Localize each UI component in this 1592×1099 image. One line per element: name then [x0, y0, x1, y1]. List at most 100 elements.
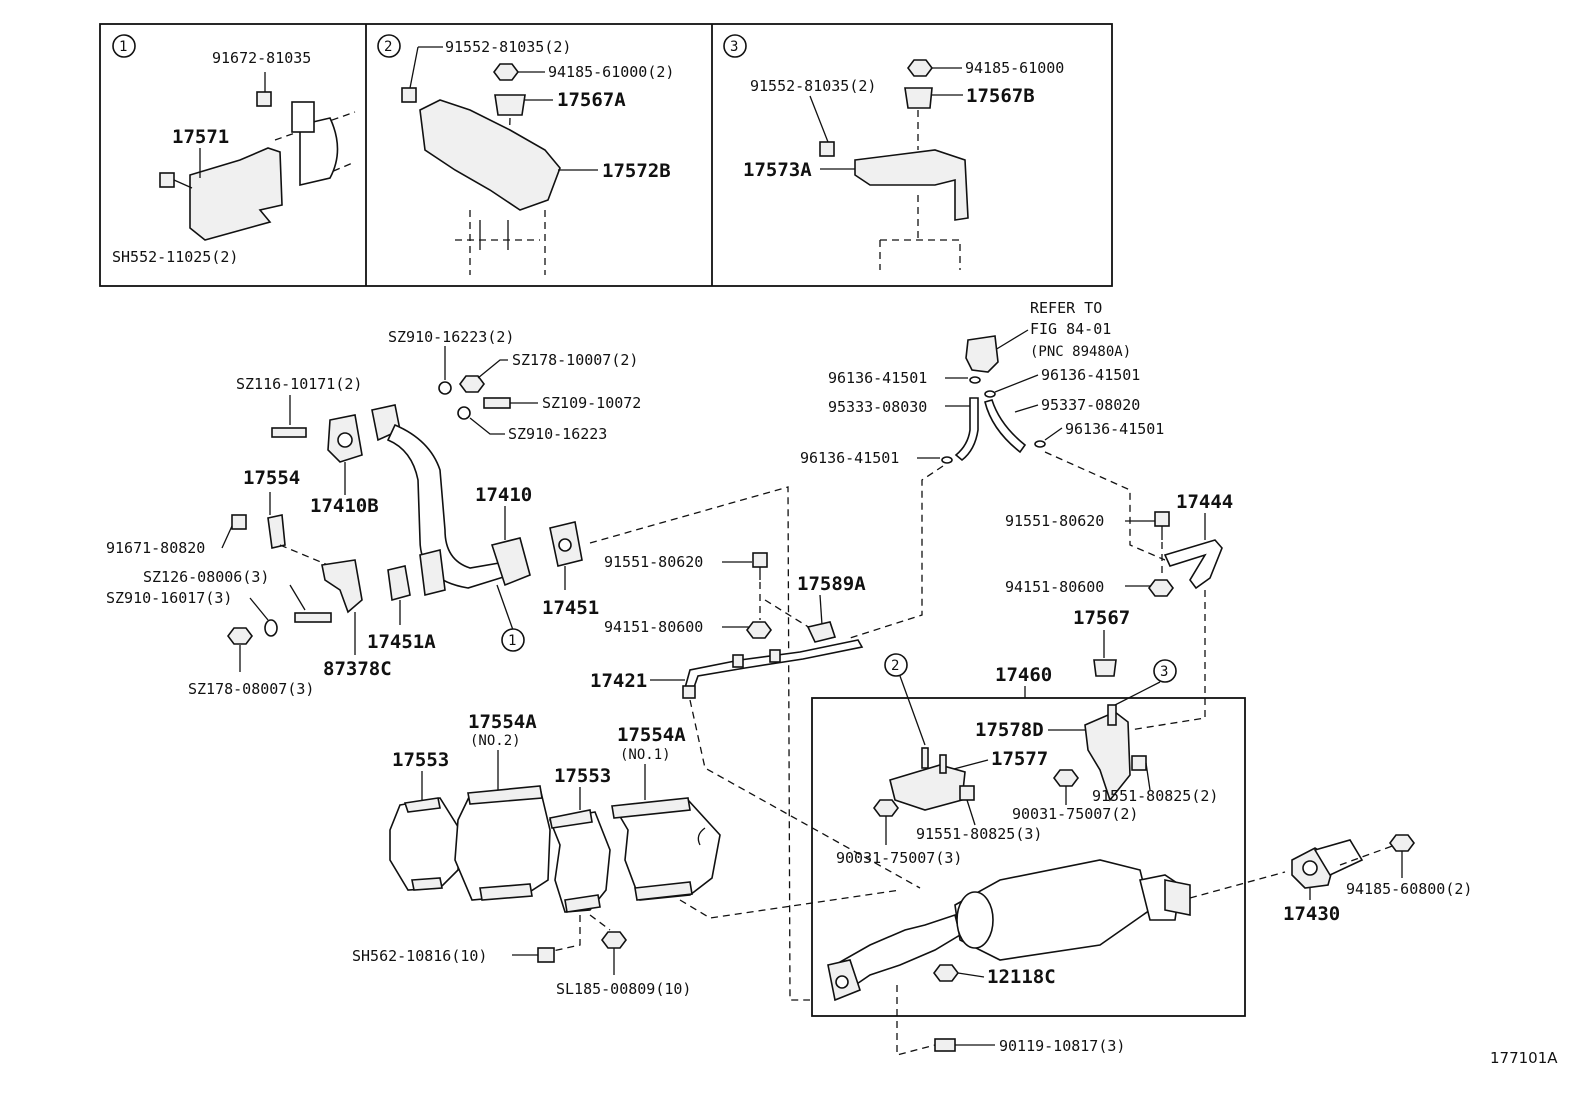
nut-icon [1389, 834, 1415, 852]
label-sz126-08006-3[interactable]: SZ126-08006(3) [143, 568, 269, 586]
callout-2-ref-label: 2 [891, 658, 899, 674]
stud-icon [921, 747, 929, 769]
label-90119-10817-3[interactable]: 90119-10817(3) [999, 1037, 1125, 1055]
bracket-17572b-shape [419, 99, 561, 211]
label-17460[interactable]: 17460 [995, 664, 1052, 686]
label-91551-80620-a[interactable]: 91551-80620 [604, 553, 703, 571]
refer-line2: FIG 84-01 [1030, 320, 1111, 338]
pipe-17421-group: 91551-80620 94151-80600 17589A 17421 [590, 552, 921, 889]
label-sz116-10171-2[interactable]: SZ116-10171(2) [236, 375, 362, 393]
label-17451[interactable]: 17451 [542, 597, 599, 619]
label-96136-41501-a[interactable]: 96136-41501 [828, 369, 927, 387]
inset2-bolt-label[interactable]: 91552-81035(2) [445, 38, 571, 56]
inset3-nut-label[interactable]: 94185-61000 [965, 59, 1064, 77]
fitting-icon [682, 685, 696, 699]
label-17410[interactable]: 17410 [475, 484, 532, 506]
label-95333-08030[interactable]: 95333-08030 [828, 398, 927, 416]
pipe-17421 [684, 639, 864, 691]
bracket-17577 [889, 764, 966, 811]
callout-circle-3 [1153, 659, 1177, 683]
label-sz910-16017-3[interactable]: SZ910-16017(3) [106, 589, 232, 607]
pipe-section [299, 117, 339, 187]
nut-icon [746, 621, 772, 639]
inset2-nut-label[interactable]: 94185-61000(2) [548, 63, 674, 81]
label-sh562-10816-10[interactable]: SH562-10816(10) [352, 947, 487, 965]
callout-circle-1 [112, 34, 136, 58]
label-sz178-08007-3[interactable]: SZ178-08007(3) [188, 680, 314, 698]
label-17451a[interactable]: 17451A [367, 631, 436, 653]
label-17577[interactable]: 17577 [991, 748, 1048, 770]
outlet-flange [1164, 879, 1191, 916]
label-94185-60800-2[interactable]: 94185-60800(2) [1346, 880, 1472, 898]
label-17589a[interactable]: 17589A [797, 573, 866, 595]
label-17553-b[interactable]: 17553 [554, 765, 611, 787]
fitting-icon [769, 649, 781, 663]
bolt-icon [959, 785, 975, 801]
label-17410b[interactable]: 17410B [310, 495, 379, 517]
inset3-cushion-label[interactable]: 17567B [966, 85, 1035, 107]
pipe-flange-rear [490, 537, 531, 587]
refer-line3: (PNC 89480A) [1030, 344, 1131, 360]
stud-icon [1107, 704, 1117, 726]
callout-circle-1 [501, 628, 525, 652]
inset1-bolt-bottom-label[interactable]: SH552-11025(2) [112, 248, 238, 266]
label-17553-a[interactable]: 17553 [392, 749, 449, 771]
label-91671-80820[interactable]: 91671-80820 [106, 539, 205, 557]
label-17554a-no1[interactable]: 17554A [617, 724, 686, 746]
label-94151-80600-b[interactable]: 94151-80600 [1005, 578, 1104, 596]
nut-icon [1148, 579, 1174, 597]
label-sz910-16223-2[interactable]: SZ910-16223(2) [388, 328, 514, 346]
label-91551-80620-b[interactable]: 91551-80620 [1005, 512, 1104, 530]
inset2-cushion-label[interactable]: 17567A [557, 89, 626, 111]
stud-icon [271, 427, 307, 438]
label-17444[interactable]: 17444 [1176, 491, 1233, 513]
bolt-icon [1131, 755, 1147, 771]
label-91551-80825-2[interactable]: 91551-80825(2) [1092, 787, 1218, 805]
callout-circle-2 [884, 653, 908, 677]
label-17578d[interactable]: 17578D [975, 719, 1044, 741]
label-sz178-10007-2[interactable]: SZ178-10007(2) [512, 351, 638, 369]
bolt-icon [934, 1038, 956, 1052]
inset2-bracket-label[interactable]: 17572B [602, 160, 671, 182]
nut-icon [601, 931, 627, 949]
label-95337-08020[interactable]: 95337-08020 [1041, 396, 1140, 414]
label-91551-80825-3[interactable]: 91551-80825(3) [916, 825, 1042, 843]
label-87378c[interactable]: 87378C [323, 658, 392, 680]
stud-icon [294, 612, 332, 623]
bracket-17444-group: 17444 91551-80620 94151-80600 17567 [1005, 491, 1233, 731]
label-17430[interactable]: 17430 [1283, 903, 1340, 925]
clip-icon [941, 456, 953, 464]
inset3-bracket-label[interactable]: 17573A [743, 159, 812, 181]
inset1-bolt-top-label[interactable]: 91672-81035 [212, 49, 311, 67]
inset1-bracket-label[interactable]: 17571 [172, 126, 229, 148]
nut-icon [493, 63, 519, 81]
insulator-17553-outer [389, 797, 461, 891]
label-96136-41501-c[interactable]: 96136-41501 [1065, 420, 1164, 438]
label-96136-41501-b[interactable]: 96136-41501 [1041, 366, 1140, 384]
insulators-group: 17553 17554A (NO.2) 17553 17554A (NO.1) … [352, 711, 901, 998]
nut-icon [907, 59, 933, 77]
label-sl185-00809-10[interactable]: SL185-00809(10) [556, 980, 691, 998]
inset3-bolt-label[interactable]: 91552-81035(2) [750, 77, 876, 95]
label-sz109-10072[interactable]: SZ109-10072 [542, 394, 641, 412]
inset-frame [99, 23, 1113, 287]
label-17421[interactable]: 17421 [590, 670, 647, 692]
converter-assembly-group: 17460 2 3 17578D 91551-80825(2) 90031-75… [811, 653, 1286, 1056]
pipe-flange-lower [419, 549, 446, 596]
callout-3-ref-label: 3 [1160, 664, 1168, 680]
bolt-icon [752, 552, 768, 568]
refer-line1: REFER TO [1030, 299, 1102, 317]
label-12118c[interactable]: 12118C [987, 966, 1056, 988]
insulator-17553-inner [548, 811, 611, 913]
label-17554a-no2[interactable]: 17554A [468, 711, 537, 733]
label-94151-80600-a[interactable]: 94151-80600 [604, 618, 703, 636]
bolt-icon [1154, 511, 1170, 527]
label-sz910-16223[interactable]: SZ910-16223 [508, 425, 607, 443]
label-17567[interactable]: 17567 [1073, 607, 1130, 629]
label-90031-75007-2[interactable]: 90031-75007(2) [1012, 805, 1138, 823]
label-96136-41501-d[interactable]: 96136-41501 [800, 449, 899, 467]
bolt-icon [483, 397, 511, 409]
label-90031-75007-3[interactable]: 90031-75007(3) [836, 849, 962, 867]
label-17554[interactable]: 17554 [243, 467, 300, 489]
insulator-17554a-no2 [454, 787, 551, 901]
